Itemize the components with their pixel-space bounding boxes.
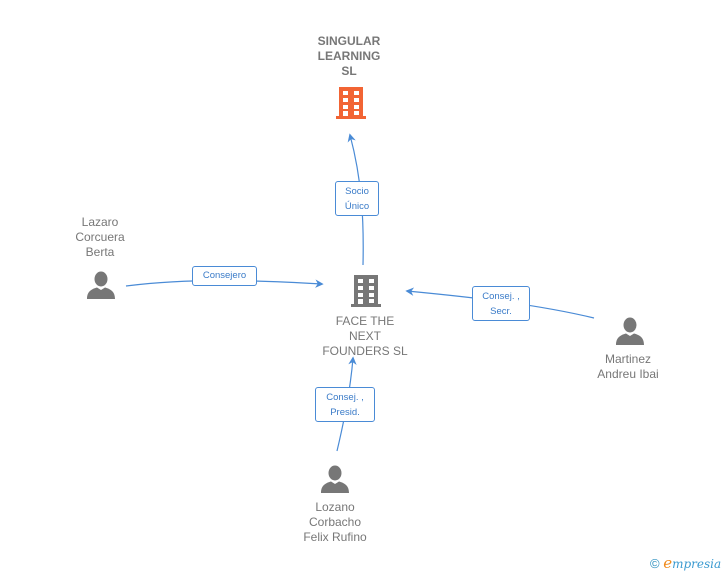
node-label-martinez[interactable]: Martinez Andreu Ibai bbox=[597, 352, 659, 381]
building-icon-singular-learning[interactable] bbox=[335, 85, 367, 121]
node-label-lozano[interactable]: Lozano Corbacho Felix Rufino bbox=[303, 500, 367, 544]
node-label-face-the-next-founders[interactable]: FACE THE NEXT FOUNDERS SL bbox=[322, 314, 408, 358]
person-icon-martinez[interactable] bbox=[615, 316, 645, 346]
edge-label-socio-unico[interactable]: Socio Único bbox=[335, 181, 379, 216]
person-icon-lozano[interactable] bbox=[320, 464, 350, 494]
node-label-singular-learning[interactable]: SINGULAR LEARNING SL bbox=[317, 34, 381, 78]
empresia-logo[interactable]: empresia bbox=[663, 554, 722, 572]
edge-label-consej-presid[interactable]: Consej. , Presid. bbox=[315, 387, 375, 422]
edge-label-consejero[interactable]: Consejero bbox=[192, 266, 257, 286]
edge-label-consej-secr[interactable]: Consej. , Secr. bbox=[472, 286, 530, 321]
node-label-lazaro[interactable]: Lazaro Corcuera Berta bbox=[75, 215, 125, 259]
person-icon-lazaro[interactable] bbox=[86, 270, 116, 300]
building-icon-face-the-next-founders[interactable] bbox=[350, 273, 382, 309]
footer-credit: © empresia bbox=[650, 554, 721, 572]
copyright-icon: © bbox=[650, 556, 660, 571]
